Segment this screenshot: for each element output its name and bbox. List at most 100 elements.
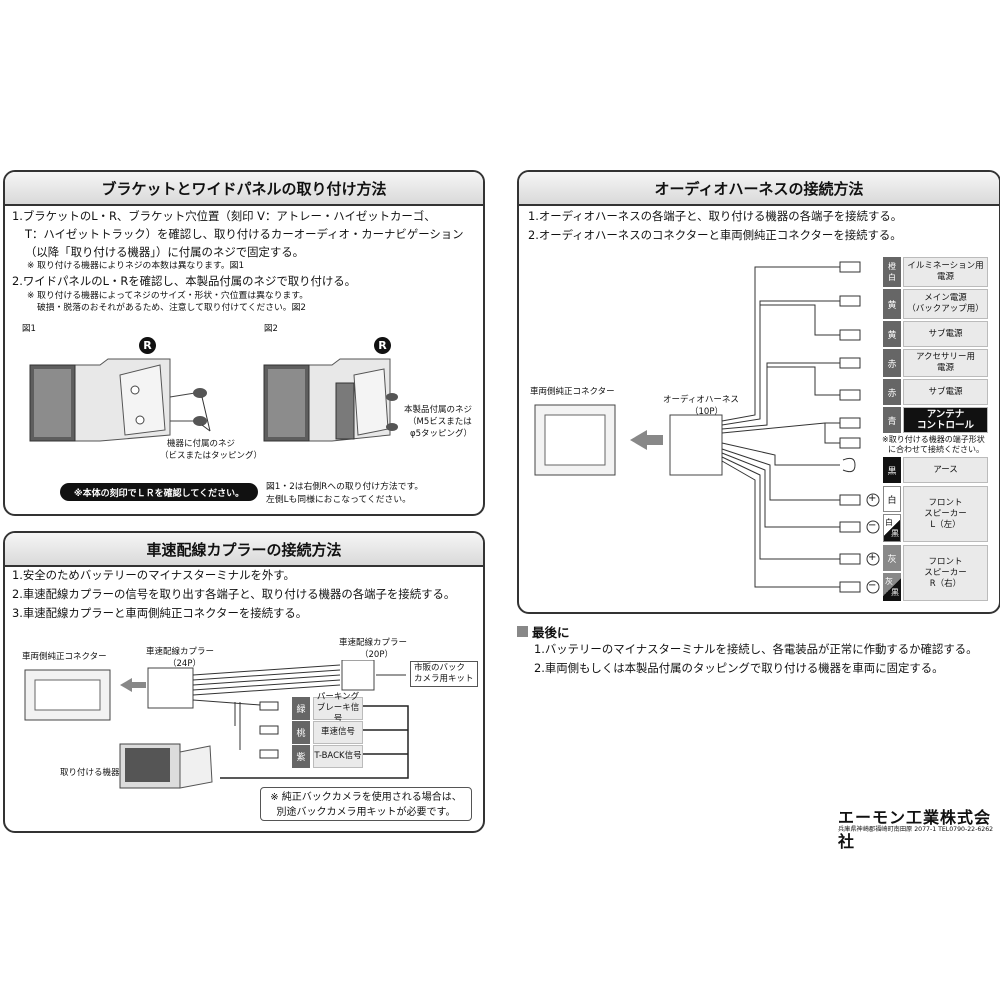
audio-tag-1: 黄 <box>883 289 901 319</box>
bracket-step1-line2: T：ハイゼットトラック）を確認し、取り付けるカーオーディオ・カーナビゲーション <box>25 227 464 241</box>
plus-sign-r: + <box>868 552 877 563</box>
audio-step2: 2.オーディオハーネスのコネクターと車両側純正コネクターを接続する。 <box>528 228 902 242</box>
audio-label-1-l1: メイン電源 <box>924 293 967 303</box>
bracket-step2-note1: ※ 取り付ける機器によってネジのサイズ・形状・穴位置は異なります。 <box>27 291 309 301</box>
front-l-line-1: フロント <box>928 497 963 508</box>
ground-label: アース <box>903 457 988 483</box>
front-l-line-3: L（左） <box>930 519 961 530</box>
audio-label-3-l1: アクセサリー用 <box>915 352 976 362</box>
front-r-line-2: スピーカー <box>924 567 967 578</box>
front-l-tag-minus: 白 黒 <box>883 514 901 542</box>
company-name: エーモン工業株式会社 <box>838 808 992 851</box>
speed-step3: 3.車速配線カプラーと車両側純正コネクターを接続する。 <box>12 606 308 620</box>
harness-p: （10P） <box>690 407 723 417</box>
included-screw-1: 本製品付属のネジ <box>404 405 473 415</box>
front-l-minus-c2: 黒 <box>891 529 899 538</box>
audio-tag-0-c1: 橙 <box>888 262 896 271</box>
kit-line-2: カメラ用キット <box>414 674 474 684</box>
wire-signal-tback: T-BACK信号 <box>313 745 363 768</box>
device-label: 取り付ける機器 <box>60 768 120 778</box>
terminal-note-2: に合わせて接続ください。 <box>888 445 984 454</box>
wire-signal-parking: パーキング ブレーキ信号 <box>313 692 363 724</box>
bracket-panel: ブラケットとワイドパネルの取り付け方法 <box>3 170 485 516</box>
coupler20-p: （20P） <box>360 650 393 660</box>
lr-warning: ※本体の刻印でＬＲを確認してください。 <box>60 483 258 501</box>
audio-label-1: メイン電源 （バックアップ用） <box>903 289 988 319</box>
audio-label-5-l1: アンテナ <box>926 409 965 420</box>
audio-tag-0: 橙 白 <box>883 257 901 287</box>
bracket-step2-line1: 2.ワイドパネルのL・Rを確認し、本製品付属のネジで取り付ける。 <box>12 274 357 288</box>
audio-tag-5: 青 <box>883 407 901 433</box>
final-heading: 最後に <box>532 625 570 640</box>
front-l-line-2: スピーカー <box>924 508 967 519</box>
audio-label-5: アンテナ コントロール <box>903 407 988 433</box>
wire-tag-green: 緑 <box>292 697 310 720</box>
audio-title: オーディオハーネスの接続方法 <box>519 172 999 206</box>
wire-signal-speed: 車速信号 <box>313 721 363 744</box>
audio-tag-3: 赤 <box>883 349 901 377</box>
final-step1: 1.バッテリーのマイナスターミナルを接続し、各電装品が正常に作動するか確認する。 <box>534 642 978 656</box>
bracket-title: ブラケットとワイドパネルの取り付け方法 <box>5 172 483 206</box>
fig1-drawing <box>29 358 211 442</box>
fig2-label: 図2 <box>264 324 278 334</box>
included-screw-3: φ5タッピング） <box>410 429 473 439</box>
fig-note-2: 左側Lも同様におこなってください。 <box>266 495 411 505</box>
audio-label-0-l1: イルミネーション用 <box>907 261 984 271</box>
audio-label-1-l2: （バックアップ用） <box>907 304 984 314</box>
coupler24-label: 車速配線カプラー <box>146 647 215 657</box>
parking-line-1: パーキング <box>316 692 360 702</box>
audio-tag-4: 赤 <box>883 379 901 405</box>
plus-sign-l: + <box>868 493 877 504</box>
parking-line-2: ブレーキ信号 <box>316 703 360 724</box>
audio-label-0: イルミネーション用 電源 <box>903 257 988 287</box>
front-r-label: フロント スピーカー R（右） <box>903 545 988 601</box>
harness-label: オーディオハーネス <box>663 395 739 405</box>
ground-tag: 黒 <box>883 457 901 483</box>
audio-label-4: サブ電源 <box>903 379 988 405</box>
minus-sign-l: − <box>868 520 877 531</box>
front-l-minus-c1: 白 <box>885 518 893 527</box>
audio-tag-2: 黄 <box>883 321 901 347</box>
fig2-r-mark: R <box>374 337 391 354</box>
included-screw-2: （M5ビスまたは <box>408 417 472 427</box>
front-r-tag-plus: 灰 <box>883 545 901 571</box>
kit-line-1: 市販のバック <box>414 663 466 673</box>
audio-tag-0-c2: 白 <box>888 273 896 282</box>
bracket-step1-note: ※ 取り付ける機器によりネジの本数は異なります。図1 <box>27 261 245 271</box>
audio-label-0-l2: 電源 <box>936 272 954 282</box>
speed-step1: 1.安全のためバッテリーのマイナスターミナルを外す。 <box>12 568 295 582</box>
audio-label-2: サブ電源 <box>903 321 988 347</box>
camera-note-line-2: 別途バックカメラ用キットが必要です。 <box>276 807 456 818</box>
screw-label-1: 機器に付属のネジ <box>167 439 236 449</box>
front-l-label: フロント スピーカー L（左） <box>903 486 988 542</box>
screw-label-2: （ビスまたはタッピング） <box>160 451 263 461</box>
fig-note-1: 図1・2は右側Rへの取り付け方法です。 <box>266 482 424 492</box>
front-r-line-3: R（右） <box>929 578 962 589</box>
speed-wiring-diagram <box>24 660 409 789</box>
coupler20-label: 車速配線カプラー <box>339 638 408 648</box>
bracket-step1-line3: （以降「取り付ける機器」）に付属のネジで固定する。 <box>25 245 305 259</box>
kit-label: 市販のバック カメラ用キット <box>410 661 478 687</box>
audio-label-3-l2: 電源 <box>936 363 954 373</box>
bracket-step1-line1: 1.ブラケットのL・R、ブラケット穴位置（刻印 V：アトレー・ハイゼットカーゴ、 <box>12 209 436 223</box>
wire-tag-purple: 紫 <box>292 745 310 768</box>
front-r-line-1: フロント <box>928 556 963 567</box>
camera-note: ※ 純正バックカメラを使用される場合は、 別途バックカメラ用キットが必要です。 <box>260 787 472 821</box>
audio-step1: 1.オーディオハーネスの各端子と、取り付ける機器の各端子を接続する。 <box>528 209 903 223</box>
speed-step2: 2.車速配線カプラーの信号を取り出す各端子と、取り付ける機器の各端子を接続する。 <box>12 587 456 601</box>
audio-wiring-diagram <box>534 261 880 594</box>
speed-vehicle-connector: 車両側純正コネクター <box>22 652 107 662</box>
camera-note-line-1: ※ 純正バックカメラを使用される場合は、 <box>270 792 462 803</box>
front-r-minus-c2: 黒 <box>891 588 899 597</box>
audio-label-3: アクセサリー用 電源 <box>903 349 988 377</box>
fig1-label: 図1 <box>22 324 36 334</box>
speed-title: 車速配線カプラーの接続方法 <box>5 533 483 567</box>
company-address: 兵庫県神崎郡福崎町南田原 2077-1 TEL0790-22-6262 <box>838 826 994 833</box>
bracket-step2-note2: 破損・脱落のおそれがあるため、注意して取り付けてください。図2 <box>37 303 306 313</box>
audio-label-5-l2: コントロール <box>916 420 974 431</box>
final-marker <box>517 626 528 637</box>
fig2-drawing <box>263 358 398 442</box>
front-r-minus-c1: 灰 <box>885 577 893 586</box>
audio-vehicle-connector: 車両側純正コネクター <box>530 387 615 397</box>
wire-tag-pink: 桃 <box>292 721 310 744</box>
